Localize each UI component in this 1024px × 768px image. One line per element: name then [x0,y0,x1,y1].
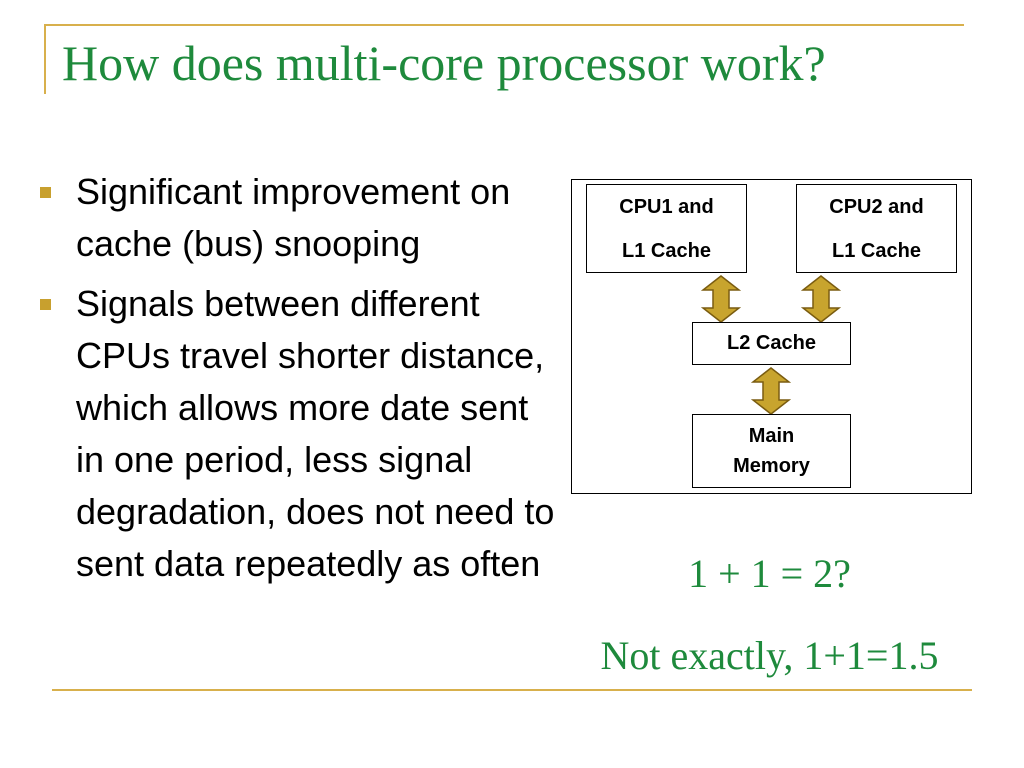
memory-label-line2: Memory [733,455,810,477]
cpu1-label-line1: CPU1 and [619,195,714,218]
double-arrow-icon [801,275,841,323]
square-bullet-icon [40,299,51,310]
cpu1-l1-cache-box: CPU1 and L1 Cache [586,184,747,273]
equation-question: 1 + 1 = 2? [688,551,851,596]
cpu1-label-line2: L1 Cache [622,239,711,262]
bottom-accent-line [52,689,972,691]
cache-architecture-diagram: CPU1 and L1 Cache CPU2 and L1 Cache L2 C… [571,179,972,494]
top-accent-line [44,24,964,26]
square-bullet-icon [40,187,51,198]
bullet-text: Significant improvement on cache (bus) s… [76,171,511,264]
cpu2-label-line2: L1 Cache [832,239,921,262]
bullet-list: Significant improvement on cache (bus) s… [40,166,560,598]
double-arrow-icon [701,275,741,323]
bullet-item: Signals between different CPUs travel sh… [40,278,560,590]
cpu2-label-line1: CPU2 and [829,195,924,218]
double-arrow-icon [751,367,791,415]
main-memory-box: Main Memory [692,414,851,488]
bullet-item: Significant improvement on cache (bus) s… [40,166,560,270]
l2-cache-box: L2 Cache [692,322,851,365]
l2-cache-label: L2 Cache [727,332,816,354]
cpu2-l1-cache-box: CPU2 and L1 Cache [796,184,957,273]
slide-title: How does multi-core processor work? [62,35,826,91]
left-accent-line [44,24,46,94]
conclusion-text: Not exactly, 1+1=1.5 [600,633,939,678]
memory-label-line1: Main [748,425,795,447]
bullet-text: Signals between different CPUs travel sh… [76,283,555,584]
